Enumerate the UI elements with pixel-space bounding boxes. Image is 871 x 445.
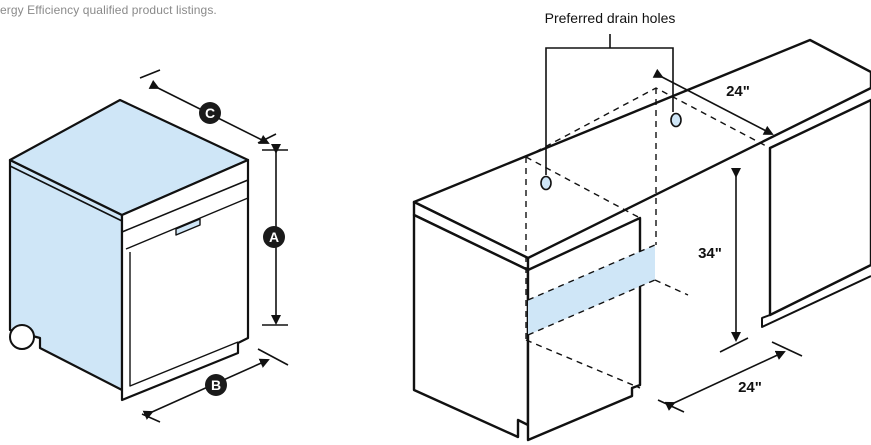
width-dimension-label: 24" bbox=[738, 379, 762, 396]
drain-holes-label: Preferred drain holes bbox=[545, 10, 676, 26]
drain-hole-left bbox=[540, 175, 552, 191]
label-a: A bbox=[269, 229, 279, 245]
left-cabinet-side bbox=[526, 216, 642, 442]
label-c-badge bbox=[199, 102, 221, 124]
height-dimension-label: 34" bbox=[698, 245, 722, 262]
height-dimension bbox=[719, 168, 749, 353]
depth-arrow bbox=[652, 68, 774, 135]
dishwasher-top-edge bbox=[9, 165, 123, 222]
right-cabinet-front bbox=[768, 98, 871, 317]
dishwasher-illustration bbox=[8, 98, 250, 402]
label-c: C bbox=[205, 105, 215, 121]
dishwasher-side-face bbox=[120, 158, 250, 402]
opening-floor-blue bbox=[528, 245, 655, 335]
caption-text: ergy Efficiency qualified product listin… bbox=[0, 3, 217, 17]
dishwasher-control-panel bbox=[121, 179, 249, 233]
width-dimension bbox=[657, 341, 803, 413]
drain-hole-right bbox=[670, 112, 682, 128]
label-b-badge bbox=[205, 374, 227, 396]
label-b: B bbox=[211, 377, 221, 393]
label-a-badge bbox=[263, 226, 285, 248]
dishwasher-handle bbox=[175, 218, 201, 236]
cabinet-illustration bbox=[412, 38, 871, 442]
dishwasher-foot bbox=[9, 324, 35, 350]
depth-dimension-label: 24" bbox=[726, 83, 750, 100]
